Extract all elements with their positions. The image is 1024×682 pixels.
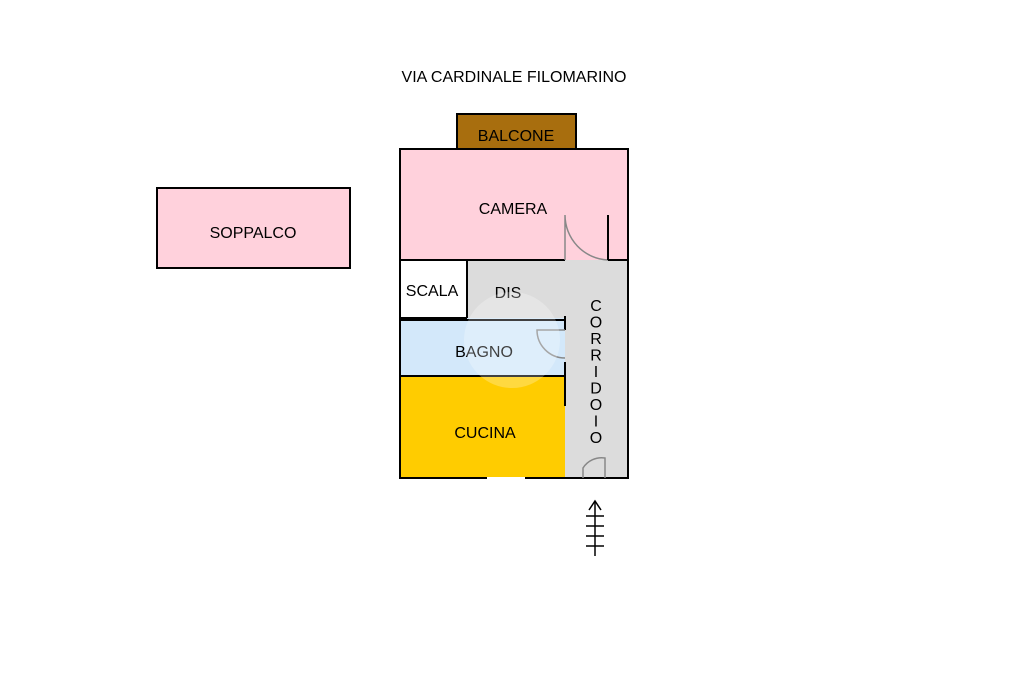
corridoio-letter: I [594,414,598,431]
corridoio-letter: O [590,397,602,414]
corridoio-letter: D [590,381,602,398]
bagno-area [400,318,565,376]
arrow-up-icon [586,499,604,556]
corridoio-letter: I [594,364,598,381]
scala-label: SCALA [406,283,459,300]
balcone-label: BALCONE [478,128,554,145]
corridoio-letter: C [590,298,602,315]
watermark-circle [464,292,560,388]
doors [487,214,609,479]
camera-area [400,149,628,260]
room-bagno: BAGNO [400,318,565,376]
room-camera: CAMERA [400,149,628,260]
corridoio-letter: O [590,430,602,447]
cucina-label: CUCINA [454,425,516,442]
camera-label: CAMERA [479,201,548,218]
room-scala: SCALA [400,260,467,318]
soppalco-label: SOPPALCO [210,225,297,242]
corridoio-area [565,260,628,478]
room-soppalco: SOPPALCO [156,187,351,269]
corridoio-letter: R [590,331,602,348]
dis-area [467,260,565,318]
arrow-head [588,499,602,511]
corridoio-letter: R [590,348,602,365]
camera-door-icon [564,214,609,261]
entrance-door-icon [582,456,606,478]
cucina-area [400,376,565,478]
bagno-door-icon [536,329,566,359]
room-balcone: BALCONE [456,113,577,150]
street-label: VIA CARDINALE FILOMARINO [402,69,627,86]
bagno-label: BAGNO [455,344,513,361]
dis-label: DIS [495,285,522,302]
soppalco-area [156,187,351,269]
room-cucina: CUCINA [400,376,565,478]
corridoio-letter: O [590,315,602,332]
room-dis: DIS [467,260,565,318]
scala-area [400,260,467,318]
